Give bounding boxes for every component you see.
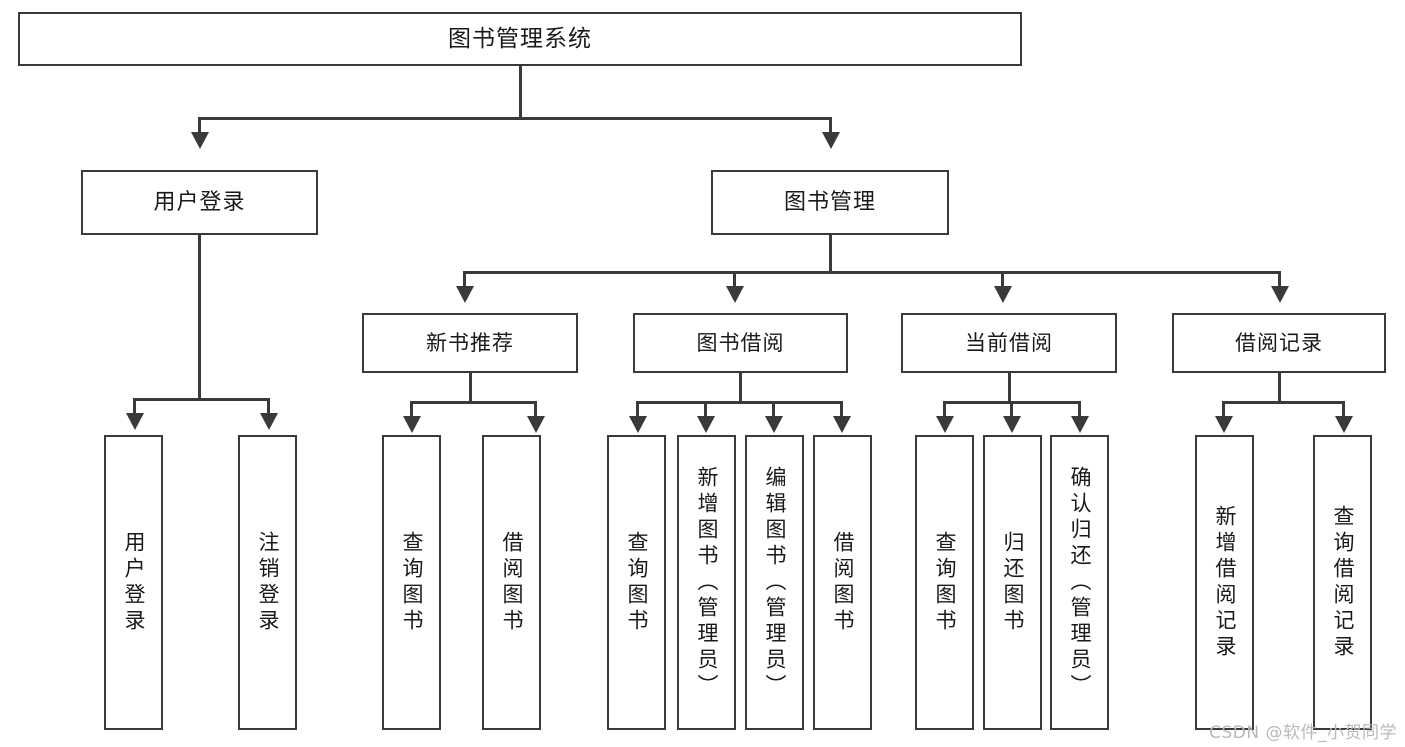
- leaf-logout[interactable]: 注销登录: [238, 435, 297, 730]
- arrow-to-new-book-recommend: [456, 286, 474, 303]
- edge-borrowrecord-drop-1: [1222, 401, 1225, 418]
- node-borrow-record[interactable]: 借阅记录: [1172, 313, 1386, 373]
- edge-currentborrow-drop-2: [1010, 401, 1013, 418]
- leaf-record-query[interactable]: 查询借阅记录: [1313, 435, 1372, 730]
- edge-bookborrow-stem: [739, 373, 742, 401]
- arrow-to-current-borrow: [994, 286, 1012, 303]
- node-label: 查询图书: [933, 530, 957, 635]
- leaf-borrow-lend-book[interactable]: 借阅图书: [813, 435, 872, 730]
- node-label: 注销登录: [256, 530, 280, 635]
- edge-borrowrecord-stem: [1278, 373, 1281, 401]
- node-label: 借阅图书: [831, 530, 855, 635]
- leaf-user-login[interactable]: 用户登录: [104, 435, 163, 730]
- arrow-to-leaf-borrow-add: [697, 416, 715, 433]
- arrow-to-borrow-record: [1271, 286, 1289, 303]
- edge-currentborrow-drop-3: [1078, 401, 1081, 418]
- node-book-manage[interactable]: 图书管理: [711, 170, 949, 235]
- node-label: 图书管理系统: [448, 25, 592, 52]
- node-label: 当前借阅: [965, 330, 1053, 355]
- node-current-borrow[interactable]: 当前借阅: [901, 313, 1117, 373]
- edge-userlogin-bus: [133, 398, 270, 401]
- node-label: 查询图书: [400, 530, 424, 635]
- arrow-to-leaf-current-return: [1003, 416, 1021, 433]
- leaf-borrow-query-book[interactable]: 查询图书: [607, 435, 666, 730]
- leaf-borrow-add-book[interactable]: 新增图书（管理员）: [677, 435, 736, 730]
- node-user-login[interactable]: 用户登录: [81, 170, 318, 235]
- node-label: 图书借阅: [696, 330, 785, 355]
- edge-newbook-bus: [410, 401, 537, 404]
- node-label: 新书推荐: [426, 330, 514, 355]
- node-label: 用户登录: [153, 189, 246, 215]
- edge-bookborrow-drop-4: [840, 401, 843, 418]
- node-label: 新增借阅记录: [1213, 504, 1237, 661]
- edge-bookborrow-drop-3: [772, 401, 775, 418]
- arrow-to-leaf-record-add: [1215, 416, 1233, 433]
- edge-bookmanage-drop-4: [1278, 271, 1281, 288]
- leaf-borrow-edit-book[interactable]: 编辑图书（管理员）: [745, 435, 804, 730]
- edge-root-drop-right: [829, 117, 832, 134]
- node-label: 用户登录: [122, 530, 146, 635]
- edge-bookborrow-drop-1: [636, 401, 639, 418]
- node-label: 新增图书（管理员）: [695, 465, 719, 700]
- edge-bookmanage-drop-1: [463, 271, 466, 288]
- edge-bookmanage-drop-2: [733, 271, 736, 288]
- edge-root-bus: [198, 117, 832, 120]
- edge-root-drop-left: [198, 117, 201, 134]
- leaf-record-add[interactable]: 新增借阅记录: [1195, 435, 1254, 730]
- arrow-to-leaf-logout: [260, 413, 278, 430]
- node-label: 确认归还（管理员）: [1068, 465, 1092, 700]
- leaf-current-confirm-return[interactable]: 确认归还（管理员）: [1050, 435, 1109, 730]
- edge-userlogin-stem: [198, 235, 201, 398]
- edge-bookmanage-drop-3: [1001, 271, 1004, 288]
- arrow-to-leaf-current-query: [936, 416, 954, 433]
- arrow-to-book-manage: [822, 132, 840, 149]
- node-label: 编辑图书（管理员）: [763, 465, 787, 700]
- arrow-to-leaf-borrow-lend: [833, 416, 851, 433]
- arrow-to-leaf-record-query: [1335, 416, 1353, 433]
- node-label: 归还图书: [1001, 530, 1025, 635]
- edge-userlogin-drop-1: [133, 398, 136, 415]
- node-label: 借阅记录: [1235, 330, 1323, 355]
- edge-newbook-drop-1: [410, 401, 413, 418]
- edge-bookmanage-stem: [829, 235, 832, 271]
- leaf-newbook-query-book[interactable]: 查询图书: [382, 435, 441, 730]
- edge-newbook-drop-2: [534, 401, 537, 418]
- node-label: 图书管理: [783, 189, 876, 215]
- csdn-watermark: CSDN @软件_小贺同学: [1209, 723, 1397, 743]
- edge-bookmanage-bus: [463, 271, 1281, 274]
- leaf-current-query-book[interactable]: 查询图书: [915, 435, 974, 730]
- edge-bookborrow-bus: [636, 401, 843, 404]
- edge-borrowrecord-bus: [1222, 401, 1345, 404]
- node-label: 查询图书: [625, 530, 649, 635]
- arrow-to-leaf-user-login: [126, 413, 144, 430]
- node-new-book-recommend[interactable]: 新书推荐: [362, 313, 578, 373]
- arrow-to-leaf-newbook-query: [403, 416, 421, 433]
- edge-bookborrow-drop-2: [704, 401, 707, 418]
- node-book-borrow[interactable]: 图书借阅: [633, 313, 848, 373]
- edge-currentborrow-drop-1: [943, 401, 946, 418]
- leaf-current-return-book[interactable]: 归还图书: [983, 435, 1042, 730]
- node-root-system[interactable]: 图书管理系统: [18, 12, 1022, 66]
- edge-newbook-stem: [469, 373, 472, 401]
- edge-currentborrow-stem: [1008, 373, 1011, 401]
- edge-root-stem: [519, 66, 522, 117]
- edge-borrowrecord-drop-2: [1342, 401, 1345, 418]
- arrow-to-leaf-borrow-edit: [765, 416, 783, 433]
- arrow-to-user-login: [191, 132, 209, 149]
- arrow-to-leaf-current-confirm: [1071, 416, 1089, 433]
- node-label: 借阅图书: [500, 530, 524, 635]
- arrow-to-book-borrow: [726, 286, 744, 303]
- arrow-to-leaf-newbook-borrow: [527, 416, 545, 433]
- leaf-newbook-borrow-book[interactable]: 借阅图书: [482, 435, 541, 730]
- node-label: 查询借阅记录: [1331, 504, 1355, 661]
- arrow-to-leaf-borrow-query: [629, 416, 647, 433]
- edge-userlogin-drop-2: [267, 398, 270, 415]
